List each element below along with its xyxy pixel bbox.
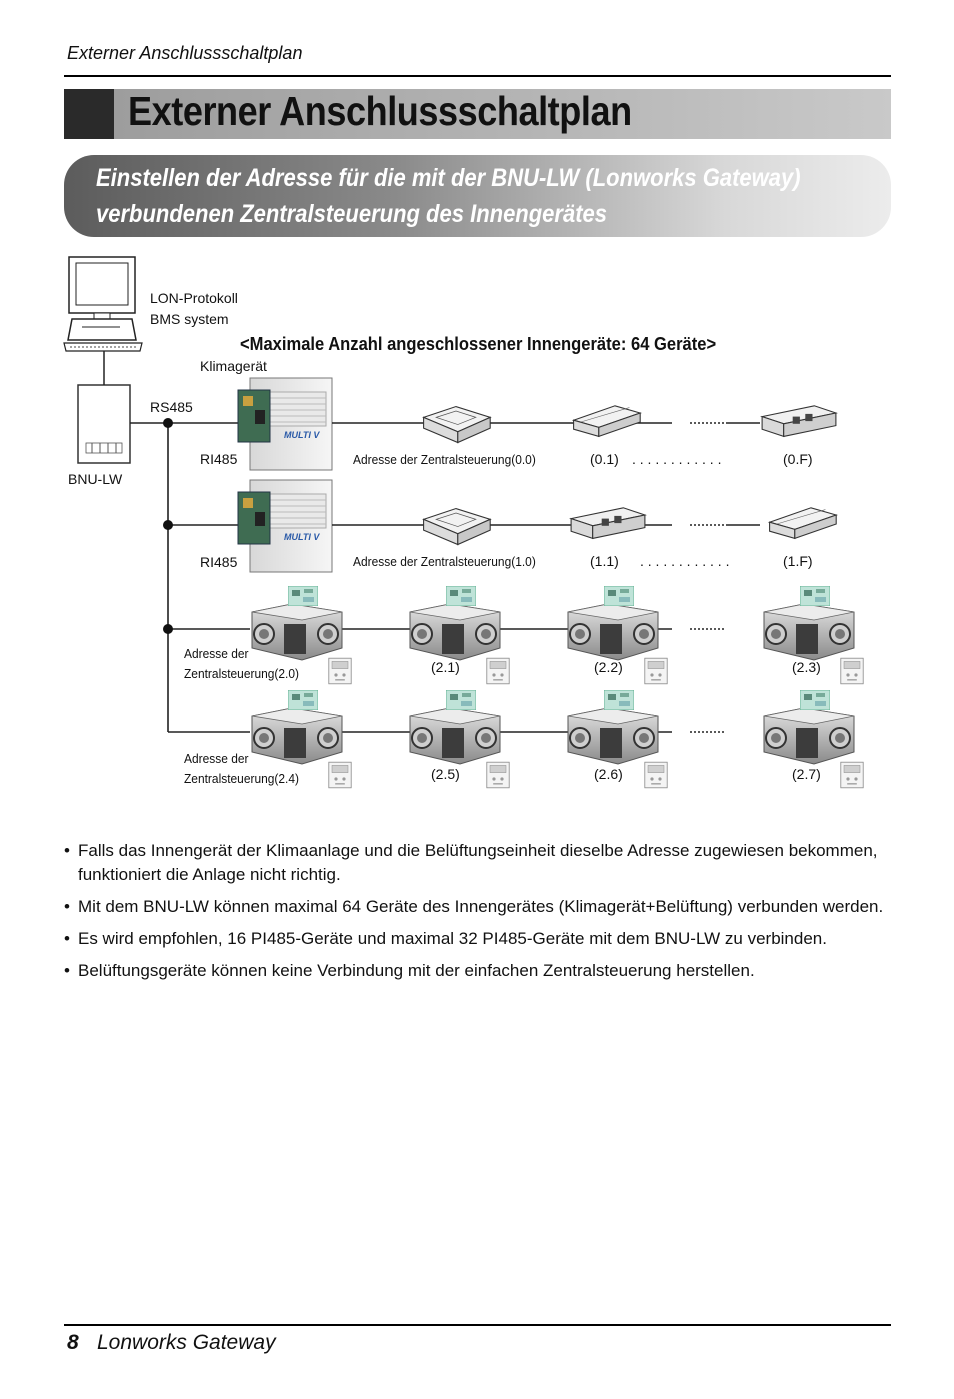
section-subtitle: Einstellen der Adresse für die mit der B…	[96, 160, 801, 232]
remote-controller-icon	[644, 657, 668, 685]
remote-controller-icon	[486, 761, 510, 789]
ventilation-unit-icon	[763, 604, 855, 661]
cassette-unit-icon	[423, 507, 491, 546]
remote-controller-icon	[840, 657, 864, 685]
ceiling-unit-icon	[768, 507, 837, 540]
address-label: Adresse der Zentralsteuerung(1.0)	[353, 554, 536, 569]
klimagerat-label: Klimagerät	[200, 358, 267, 374]
footer-rule	[64, 1324, 891, 1326]
address-label: Zentralsteuerung(2.0)	[184, 666, 300, 681]
address-label: (1.F)	[783, 553, 813, 569]
address-label: Adresse der	[184, 646, 249, 661]
address-ellipsis: . . . . . . . . . . . .	[640, 553, 730, 569]
bnu-lw-device-icon	[77, 384, 131, 464]
ri485-label: RI485	[200, 451, 238, 467]
brand-logo: MULTI V	[284, 532, 320, 542]
address-label: (2.7)	[792, 766, 821, 782]
notes-list: Falls das Innengerät der Klimaanlage und…	[64, 839, 894, 991]
footer-title: Lonworks Gateway	[97, 1331, 276, 1354]
cassette-unit-icon	[423, 405, 491, 444]
address-label: (2.3)	[792, 659, 821, 675]
list-item: Es wird empfohlen, 16 PI485-Geräte und m…	[64, 927, 894, 951]
bms-computer-icon	[63, 256, 143, 352]
pcb-icon	[446, 690, 476, 710]
remote-controller-icon	[328, 657, 352, 685]
rs485-label: RS485	[150, 399, 193, 415]
address-label: Zentralsteuerung(2.4)	[184, 771, 300, 786]
pcb-icon	[800, 586, 830, 606]
duct-unit-icon	[570, 507, 646, 540]
address-label: (2.2)	[594, 659, 623, 675]
pcb-icon	[604, 586, 634, 606]
list-item: Belüftungsgeräte können keine Verbindung…	[64, 959, 894, 983]
bms-system-label: BMS system	[150, 311, 229, 327]
remote-controller-icon	[840, 761, 864, 789]
pcb-icon	[604, 690, 634, 710]
ri485-label: RI485	[200, 554, 238, 570]
address-label: (2.5)	[431, 766, 460, 782]
title-block	[64, 89, 114, 139]
subtitle-bar	[64, 155, 891, 237]
address-ellipsis: . . . . . . . . . . . .	[632, 451, 722, 467]
subtitle-line-1: Einstellen der Adresse für die mit der B…	[96, 164, 801, 192]
subtitle-line-2: verbundenen Zentralsteuerung des Innenge…	[96, 200, 608, 228]
address-label: (2.6)	[594, 766, 623, 782]
address-label: Adresse der Zentralsteuerung(0.0)	[353, 452, 536, 467]
outdoor-unit-icon	[237, 377, 333, 471]
pcb-icon	[288, 690, 318, 710]
address-label: Adresse der	[184, 751, 249, 766]
outdoor-unit-icon	[237, 479, 333, 573]
pcb-icon	[800, 690, 830, 710]
brand-logo: MULTI V	[284, 430, 320, 440]
ventilation-unit-icon	[567, 604, 659, 661]
address-label: (1.1)	[590, 553, 619, 569]
remote-controller-icon	[486, 657, 510, 685]
title-bar	[64, 89, 891, 139]
page-number: 8	[67, 1331, 79, 1354]
ventilation-unit-icon	[251, 604, 343, 661]
ventilation-unit-icon	[763, 708, 855, 765]
max-devices-title: <Maximale Anzahl angeschlossener Innenge…	[240, 334, 717, 354]
list-item: Mit dem BNU-LW können maximal 64 Geräte …	[64, 895, 894, 919]
pcb-icon	[288, 586, 318, 606]
connection-diagram: MULTI V MULTI V	[63, 256, 864, 789]
duct-unit-icon	[761, 405, 837, 437]
address-label: (0.1)	[590, 451, 619, 467]
pcb-icon	[446, 586, 476, 606]
ventilation-unit-icon	[251, 708, 343, 765]
remote-controller-icon	[328, 761, 352, 789]
page-title: Externer Anschlussschaltplan	[128, 88, 632, 134]
bnu-lw-label: BNU-LW	[68, 471, 123, 487]
list-item: Falls das Innengerät der Klimaanlage und…	[64, 839, 894, 887]
ventilation-unit-icon	[409, 604, 501, 661]
ceiling-unit-icon	[572, 405, 641, 437]
address-label: (2.1)	[431, 659, 460, 675]
ventilation-unit-icon	[567, 708, 659, 765]
ventilation-unit-icon	[409, 708, 501, 765]
address-label: (0.F)	[783, 451, 813, 467]
remote-controller-icon	[644, 761, 668, 789]
lon-protocol-label: LON-Protokoll	[150, 290, 238, 306]
header-rule	[64, 75, 891, 77]
running-header: Externer Anschlussschaltplan	[67, 43, 303, 63]
